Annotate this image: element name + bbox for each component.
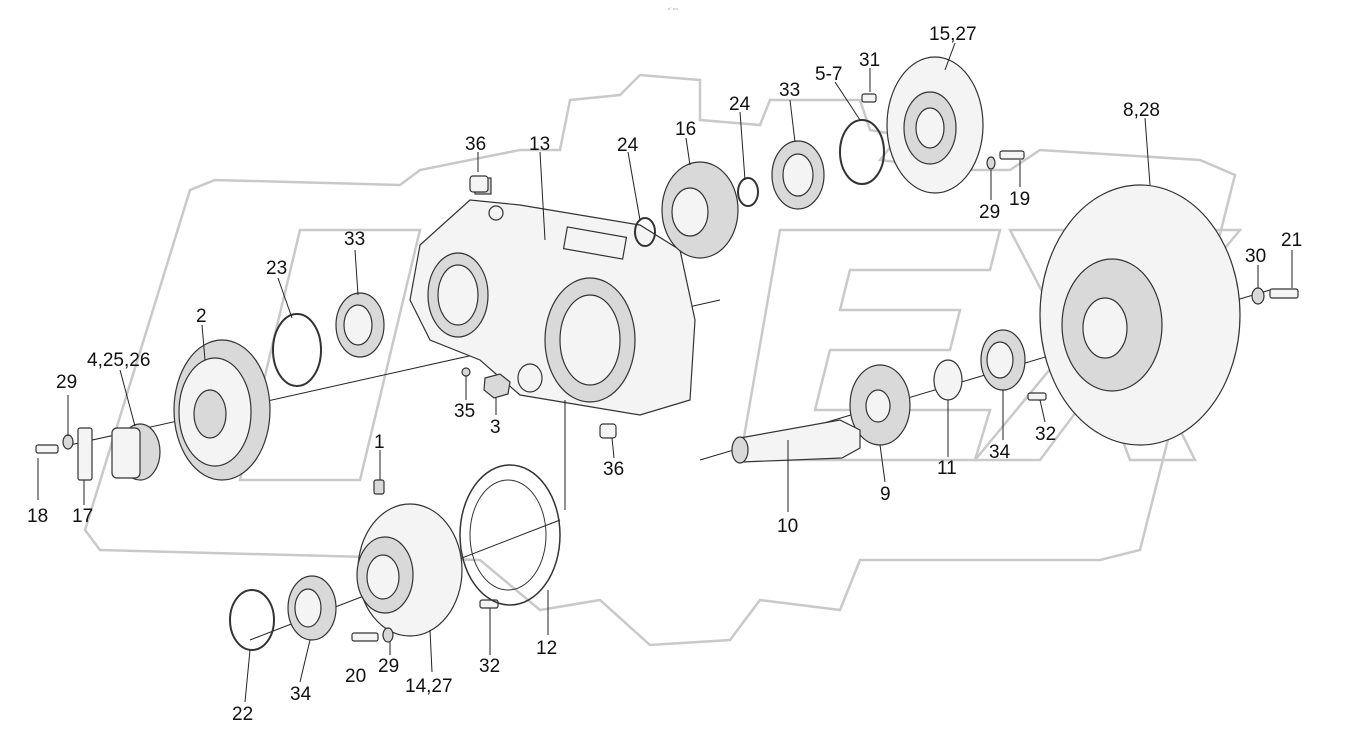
label-32-right: 32: [1035, 424, 1056, 445]
drain-plug: [483, 373, 511, 399]
gear-2: [173, 339, 271, 481]
label-35: 35: [454, 401, 475, 422]
bolt-21: [1269, 288, 1299, 299]
label-13: 13: [529, 134, 550, 155]
gasket-12-inner: [469, 479, 547, 591]
label-9: 9: [880, 484, 891, 505]
pin-32-right: [1027, 392, 1047, 401]
bearing-33-left: [335, 292, 385, 358]
circlip-24-left: [634, 217, 656, 247]
gasket-12: [459, 464, 561, 606]
label-32-left: 32: [479, 656, 500, 677]
label-8-28: 8,28: [1123, 100, 1160, 121]
bolt-35: [461, 367, 471, 377]
shaft-10: [731, 419, 861, 464]
callout-labels: 1 2 3 4,25,26 5-7 8,28 9 10 11 12 13 14,…: [27, 24, 1302, 725]
label-29-bottom: 29: [378, 656, 399, 677]
label-36-top: 36: [465, 134, 486, 155]
cover-15-27: [886, 56, 984, 194]
pin-32-left: [479, 599, 499, 609]
label-18: 18: [27, 506, 48, 527]
label-21: 21: [1281, 230, 1302, 251]
label-36-bottom: 36: [603, 459, 624, 480]
gearbox-housing: [409, 177, 696, 416]
leader-lines: [37, 42, 1293, 703]
bolt-20: [351, 632, 379, 642]
label-12: 12: [536, 638, 557, 659]
breather-1: [373, 479, 385, 495]
bolt-19: [999, 150, 1025, 160]
plug-36-bottom: [599, 423, 617, 439]
label-14-27: 14,27: [405, 676, 453, 697]
label-22: 22: [232, 704, 253, 725]
o-ring-5-7: [839, 119, 885, 185]
bearing-33-top: [771, 140, 825, 210]
bearing-34-right: [980, 329, 1026, 391]
label-1: 1: [374, 432, 385, 453]
label-31: 31: [859, 50, 880, 71]
label-2: 2: [196, 306, 207, 327]
label-34-right: 34: [989, 442, 1011, 463]
pin-31: [861, 93, 877, 103]
washer-30: [1251, 287, 1265, 305]
washer-29-top: [986, 156, 996, 170]
label-10: 10: [777, 516, 798, 537]
label-4-25-26: 4,25,26: [87, 350, 150, 371]
label-24-left: 24: [617, 135, 639, 156]
label-11: 11: [937, 458, 957, 479]
label-19: 19: [1009, 189, 1030, 210]
snap-ring-22: [229, 589, 275, 651]
flange-14-27: [356, 503, 463, 637]
label-5-7: 5-7: [815, 64, 842, 85]
gear-9: [849, 364, 911, 446]
gear-16: [661, 161, 739, 259]
label-24-right: 24: [729, 94, 751, 115]
plug-36-top: [469, 175, 489, 193]
label-23: 23: [266, 258, 287, 279]
circlip-24-right: [737, 177, 759, 207]
label-3: 3: [490, 417, 501, 438]
label-29-left: 29: [56, 372, 77, 393]
cover-8-28: [1039, 184, 1241, 446]
label-16: 16: [675, 119, 696, 140]
end-cap-assembly: [35, 423, 161, 481]
label-29-top: 29: [979, 202, 1000, 223]
label-34-left: 34: [290, 684, 312, 705]
label-17: 17: [72, 506, 93, 527]
corner-stamp: s° ••••: [668, 6, 679, 11]
bearing-34-left: [287, 575, 337, 641]
spacer-11: [933, 359, 963, 401]
seal-ring-3: [517, 363, 543, 393]
label-30: 30: [1245, 246, 1266, 267]
label-20: 20: [345, 666, 366, 687]
label-33-top: 33: [779, 80, 800, 101]
label-33-left: 33: [344, 229, 365, 250]
label-15-27: 15,27: [929, 24, 977, 45]
washer-29-bottom: [382, 627, 394, 643]
snap-ring-23: [272, 313, 322, 387]
